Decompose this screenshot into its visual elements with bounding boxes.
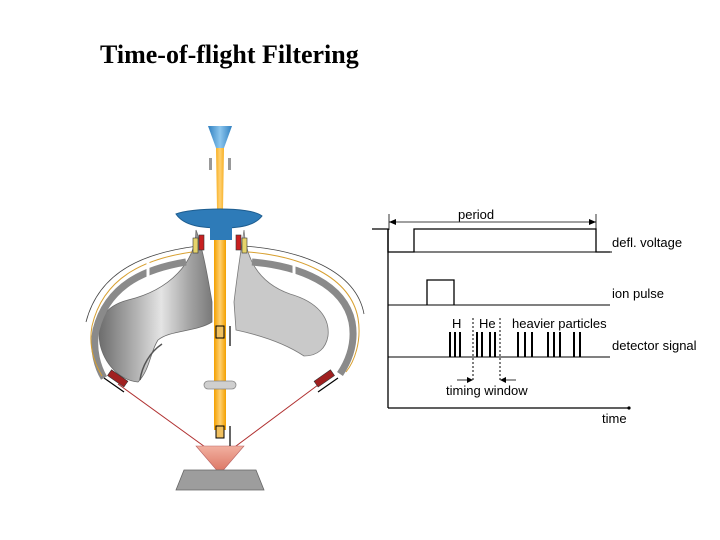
time-axis-label: time (602, 411, 627, 426)
wire-left-1 (90, 251, 193, 377)
source-aperture-right (228, 158, 231, 170)
deflector-left-red (198, 234, 205, 251)
peak-label-h: H (452, 316, 461, 331)
slide-title: Time-of-flight Filtering (100, 40, 359, 69)
ion-pulse-label: ion pulse (612, 286, 664, 301)
detector-plate (175, 469, 265, 491)
wire-left-2 (85, 245, 199, 323)
time-axis-end (627, 406, 631, 410)
detector-cone (195, 445, 245, 475)
deflection-voltage-label: defl. voltage (612, 235, 682, 250)
outer-electrode-right (251, 258, 357, 376)
timing-diagram: period defl. voltage ion pulse H He heav… (372, 207, 697, 426)
beam-focus-lens (203, 380, 237, 390)
detector-peaks (449, 332, 581, 357)
laser-right (313, 369, 335, 388)
timing-window-arrowhead-left (467, 377, 473, 383)
laser-beam-left (117, 383, 213, 453)
period-arrowhead-left (389, 219, 396, 225)
period-arrowhead-right (589, 219, 596, 225)
timing-window-arrowhead-right (500, 377, 506, 383)
detector-signal-label: detector signal (612, 338, 697, 353)
timing-window-label: timing window (446, 383, 528, 398)
sample-holder (175, 208, 263, 229)
period-label: period (458, 207, 494, 222)
deflection-voltage-trace (372, 228, 610, 253)
laser-left-arrow (103, 377, 125, 393)
vacuum-vessel-right (233, 229, 329, 357)
source-aperture-left (209, 158, 212, 170)
beam-marker-lower (215, 425, 225, 439)
ion-pulse-trace (426, 279, 455, 305)
deflector-right-red (235, 234, 242, 251)
laser-right-arrow (317, 377, 339, 393)
wire-right-1 (247, 251, 360, 373)
sample-holder-neck (210, 226, 232, 240)
wire-right-2 (243, 245, 365, 315)
deflector-right-yellow (241, 237, 248, 254)
ion-source-tip (208, 126, 232, 148)
laser-left (107, 369, 129, 388)
apparatus-illustration (85, 126, 365, 491)
peak-label-heavier: heavier particles (512, 316, 607, 331)
laser-beam-right (227, 381, 323, 453)
vacuum-vessel (98, 229, 213, 383)
deflector-left-yellow (192, 237, 199, 254)
peak-label-he: He (479, 316, 496, 331)
vessel-rim (139, 343, 163, 381)
outer-electrode-left (91, 258, 187, 380)
beam-marker-upper (215, 325, 225, 339)
